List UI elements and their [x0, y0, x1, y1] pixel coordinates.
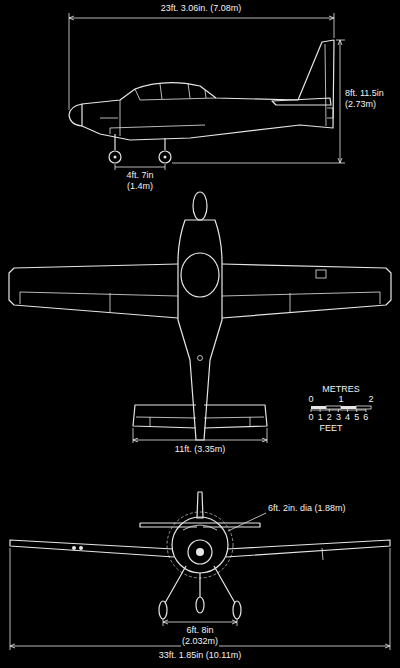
scale-label: 5: [353, 412, 360, 423]
wing-light: [72, 546, 76, 550]
dimension-line: [172, 40, 345, 163]
scale-label: 3: [335, 412, 342, 423]
main-gear: [164, 138, 165, 150]
hub: [114, 156, 117, 159]
dimension-line: [69, 13, 334, 110]
scale-label: 0: [307, 394, 314, 405]
windscreen: [183, 525, 217, 530]
dimension-label: (2.73m): [344, 99, 377, 110]
fin-front: [197, 492, 203, 518]
scale-segment: [326, 406, 341, 409]
side-view: [69, 13, 345, 170]
tailplane-plan: [133, 405, 267, 428]
scale-label: 6: [362, 412, 369, 423]
propeller-disc: [167, 512, 233, 578]
canopy: [181, 253, 219, 297]
tailplane: [272, 98, 331, 105]
pitot: [322, 548, 323, 560]
spinner: [193, 192, 207, 220]
scale-label: 1: [337, 394, 344, 405]
front-view: [10, 492, 390, 650]
cowl-intake: [188, 540, 212, 564]
scale-label: FEET: [318, 423, 343, 434]
dimension-label: (1.4m): [126, 181, 154, 192]
scale-label: 4: [344, 412, 351, 423]
left-wing-front: [10, 540, 174, 557]
left-wing: [9, 264, 178, 318]
dimension-label: 8ft. 11.5in: [344, 88, 385, 99]
hatch: [198, 356, 203, 361]
scale-label: 1: [317, 412, 324, 423]
scale-label: 0: [307, 412, 314, 423]
dimension-label: 4ft. 7in: [125, 170, 154, 181]
dimension-label: 6ft. 8in: [185, 625, 214, 636]
wingtip-light: [316, 270, 326, 278]
wing-root: [110, 125, 205, 134]
main-wheel: [233, 601, 241, 619]
right-wing-front: [226, 540, 390, 557]
elevator-line: [136, 417, 264, 426]
hub: [164, 156, 167, 159]
main-wheel: [159, 151, 171, 163]
fuselage-side: [82, 40, 334, 140]
nose-gear: [114, 134, 115, 150]
dimension-label: 6ft. 2in. dia (1.88m): [267, 503, 347, 514]
dimension-label: (2.032m): [181, 636, 219, 647]
scale-segment: [341, 406, 356, 409]
spinner: [196, 548, 204, 556]
canopy: [135, 83, 216, 100]
spinner: [69, 104, 82, 126]
dimension-label: 23ft. 3.06in. (7.08m): [160, 3, 243, 14]
plan-view: [9, 192, 391, 443]
fuselage-plan: [178, 220, 222, 440]
dimension-label: 11ft. (3.35m): [174, 444, 226, 455]
scale-label: 2: [367, 394, 374, 405]
dimension-line: [133, 428, 267, 443]
right-wing: [222, 264, 391, 318]
nose-wheel: [196, 597, 204, 613]
flap-lines: [20, 292, 380, 312]
fuselage-front: [172, 517, 228, 573]
main-wheel: [159, 601, 167, 619]
scale-segment: [356, 406, 371, 409]
nose-wheel: [109, 151, 121, 163]
scale-label: 2: [326, 412, 333, 423]
leader-line: [228, 513, 266, 531]
dimension-label: 33ft. 1.85in (10.11m): [158, 650, 242, 661]
scale-segment: [311, 406, 326, 409]
rudder-line: [325, 44, 333, 126]
dimension-line: [10, 548, 390, 650]
wing-light: [79, 546, 83, 550]
